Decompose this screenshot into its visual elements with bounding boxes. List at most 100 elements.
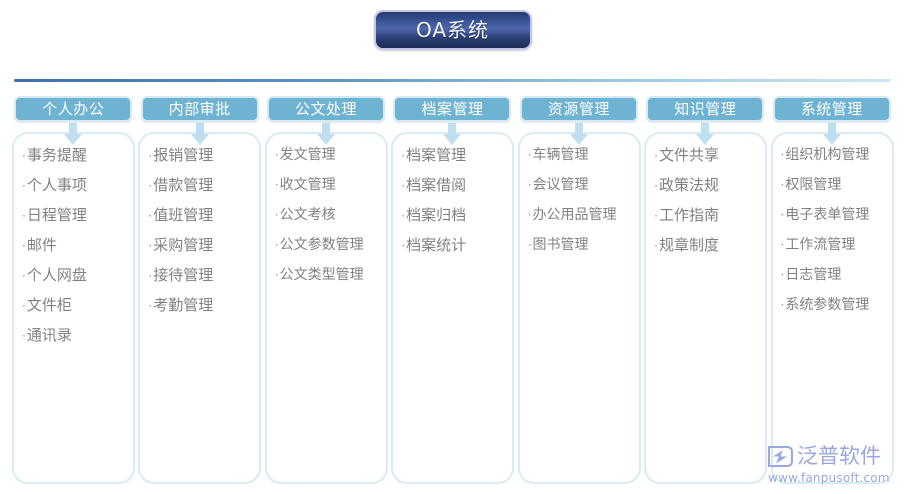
page-title: OA系统 [415, 18, 490, 42]
list-item[interactable]: ·公文参数管理 [275, 238, 382, 268]
list-item-label: 图书管理 [532, 237, 589, 253]
system-title-box: OA系统 [373, 10, 532, 50]
fanpu-arrow-logo-icon [768, 446, 793, 467]
list-item-label: 值班管理 [153, 206, 214, 224]
column-header-tab-4[interactable]: 档案管理 [393, 96, 512, 122]
list-item[interactable]: ·邮件 [22, 238, 129, 268]
list-item[interactable]: ·档案管理 [401, 148, 508, 178]
down-arrow-icon-4 [441, 123, 463, 145]
list-item-label: 车辆管理 [532, 147, 589, 163]
list-item-label: 工作指南 [658, 206, 719, 224]
bullet-icon: · [22, 149, 26, 163]
list-item-label: 文件共享 [658, 146, 719, 164]
list-item[interactable]: ·借款管理 [148, 178, 255, 208]
list-item[interactable]: ·接待管理 [148, 268, 255, 298]
bullet-icon: · [401, 179, 406, 193]
list-item-label: 办公用品管理 [532, 207, 617, 223]
list-item-label: 公文考核 [279, 207, 336, 223]
list-item[interactable]: ·事务提醒 [22, 148, 129, 178]
bullet-icon: · [148, 299, 153, 313]
title-container: OA系统 [0, 10, 905, 50]
list-item[interactable]: ·档案统计 [401, 238, 508, 268]
list-item[interactable]: ·规章制度 [654, 238, 761, 268]
module-panel-6: ·文件共享 ·政策法规 ·工作指南 ·规章制度 [644, 132, 768, 484]
list-item[interactable]: ·办公用品管理 [528, 208, 635, 238]
list-item-label: 借款管理 [153, 176, 214, 194]
list-item-label: 组织机构管理 [785, 147, 870, 163]
column-header-label-2: 内部审批 [168, 99, 231, 118]
list-item[interactable]: ·公文考核 [275, 208, 382, 238]
bullet-icon: · [654, 209, 658, 223]
column-header-tab-2[interactable]: 内部审批 [140, 96, 259, 122]
list-item[interactable]: ·报销管理 [148, 148, 255, 178]
column-header-tab-5[interactable]: 资源管理 [519, 96, 638, 122]
list-item[interactable]: ·工作流管理 [781, 238, 888, 268]
list-item-label: 个人事项 [26, 176, 87, 194]
logo-url: www.fanpusoft.com [768, 471, 890, 485]
list-item[interactable]: ·文件共享 [654, 148, 761, 178]
bullet-icon: · [148, 269, 153, 283]
list-item[interactable]: ·权限管理 [781, 178, 888, 208]
bullet-icon: · [274, 178, 279, 192]
list-item[interactable]: ·文件柜 [22, 298, 129, 328]
list-item[interactable]: ·图书管理 [528, 238, 635, 268]
list-item[interactable]: ·收文管理 [275, 178, 382, 208]
list-item[interactable]: ·个人事项 [22, 178, 129, 208]
list-item[interactable]: ·值班管理 [148, 208, 255, 238]
column-header-tab-6[interactable]: 知识管理 [646, 96, 765, 122]
bullet-icon: · [148, 209, 153, 223]
list-item-label: 事务提醒 [26, 146, 87, 164]
module-panel-7: ·组织机构管理 ·权限管理 ·电子表单管理 ·工作流管理 ·日志管理 ·系统参数… [770, 132, 894, 484]
list-item-label: 规章制度 [658, 236, 719, 254]
column-header-label-1: 个人办公 [42, 99, 105, 118]
bullet-icon: · [148, 239, 153, 253]
list-item[interactable]: ·工作指南 [654, 208, 761, 238]
module-column-internal-approval: 内部审批 ·报销管理 ·借款管理 ·值班管理 ·采购管理 ·接待管理 ·考勤管理 [138, 96, 262, 488]
list-item[interactable]: ·档案归档 [401, 208, 508, 238]
bullet-icon: · [22, 239, 26, 253]
bullet-icon: · [780, 268, 785, 282]
module-panel-4: ·档案管理 ·档案借阅 ·档案归档 ·档案统计 [391, 132, 515, 484]
module-column-document-processing: 公文处理 ·发文管理 ·收文管理 ·公文考核 ·公文参数管理 ·公文类型管理 [264, 96, 388, 488]
bullet-icon: · [274, 238, 279, 252]
column-header-tab-1[interactable]: 个人办公 [14, 96, 133, 122]
list-item[interactable]: ·政策法规 [654, 178, 761, 208]
list-item-label: 系统参数管理 [785, 297, 870, 313]
list-item[interactable]: ·发文管理 [275, 148, 382, 178]
module-column-archive: 档案管理 ·档案管理 ·档案借阅 ·档案归档 ·档案统计 [391, 96, 515, 488]
column-header-tab-7[interactable]: 系统管理 [772, 96, 891, 122]
column-header-tab-3[interactable]: 公文处理 [267, 96, 386, 122]
list-item[interactable]: ·组织机构管理 [781, 148, 888, 178]
down-arrow-icon-3 [315, 123, 337, 145]
list-item[interactable]: ·电子表单管理 [781, 208, 888, 238]
header-divider [14, 79, 891, 82]
list-item-label: 报销管理 [153, 146, 214, 164]
down-arrow-icon-6 [694, 123, 716, 145]
column-header-label-6: 知识管理 [674, 99, 737, 118]
list-item[interactable]: ·会议管理 [528, 178, 635, 208]
list-item[interactable]: ·公文类型管理 [275, 268, 382, 298]
list-item-label: 邮件 [26, 236, 57, 254]
list-item-label: 档案借阅 [406, 176, 467, 194]
list-item[interactable]: ·系统参数管理 [781, 298, 888, 328]
bullet-icon: · [22, 329, 26, 343]
list-item[interactable]: ·个人网盘 [22, 268, 129, 298]
list-item[interactable]: ·日程管理 [22, 208, 129, 238]
module-panel-5: ·车辆管理 ·会议管理 ·办公用品管理 ·图书管理 [517, 132, 641, 484]
bullet-icon: · [274, 148, 279, 162]
bullet-icon: · [527, 238, 532, 252]
list-item-label: 考勤管理 [153, 296, 214, 314]
list-item-label: 发文管理 [279, 147, 336, 163]
list-item[interactable]: ·档案借阅 [401, 178, 508, 208]
bullet-icon: · [22, 269, 26, 283]
list-item[interactable]: ·车辆管理 [528, 148, 635, 178]
list-item-label: 会议管理 [532, 177, 589, 193]
list-item[interactable]: ·通讯录 [22, 328, 129, 358]
logo-row: 泛普软件 [767, 444, 881, 469]
list-item[interactable]: ·日志管理 [781, 268, 888, 298]
list-item-label: 文件柜 [26, 296, 72, 314]
list-item[interactable]: ·考勤管理 [148, 298, 255, 328]
list-item[interactable]: ·采购管理 [148, 238, 255, 268]
list-item-label: 日程管理 [26, 206, 87, 224]
module-column-knowledge: 知识管理 ·文件共享 ·政策法规 ·工作指南 ·规章制度 [644, 96, 768, 488]
